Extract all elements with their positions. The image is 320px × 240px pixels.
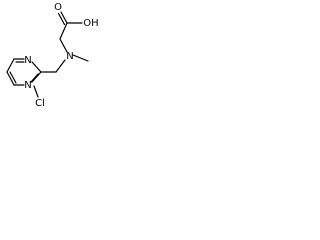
hydroxyl-label: OH [83, 18, 98, 29]
chlorine-label: Cl [35, 98, 45, 109]
bond-carboxyl-methylene [59, 22, 68, 40]
bond-carbonyl-double-1 [60, 11, 68, 24]
ring-bond-c3-c2-double [30, 73, 39, 83]
bond-carbonyl-double-2 [57, 12, 66, 26]
ring-nitrogen-top-label: N [24, 55, 31, 66]
chemical-structure-diagram: O OH N N N Cl [6, 2, 99, 109]
ring-bond-c2-n1 [31, 61, 42, 73]
bond-methylene-n [59, 38, 68, 53]
ring-bond-c6-c5 [6, 58, 15, 73]
bond-n-methyl [72, 54, 89, 62]
molecule-canvas: O OH N N N Cl [0, 0, 108, 115]
ring-bond-n4-c3 [31, 71, 42, 83]
amine-nitrogen-label: N [66, 51, 73, 62]
bond-c3-cl [33, 85, 39, 98]
ring-bond-c5-c4-inner [9, 71, 17, 84]
ring-bond-c5-c4-top [6, 71, 15, 86]
ring-nitrogen-bottom-label: N [24, 80, 31, 91]
carbonyl-oxygen-label: O [54, 2, 62, 13]
bond-n-ring-methylene [55, 59, 66, 73]
